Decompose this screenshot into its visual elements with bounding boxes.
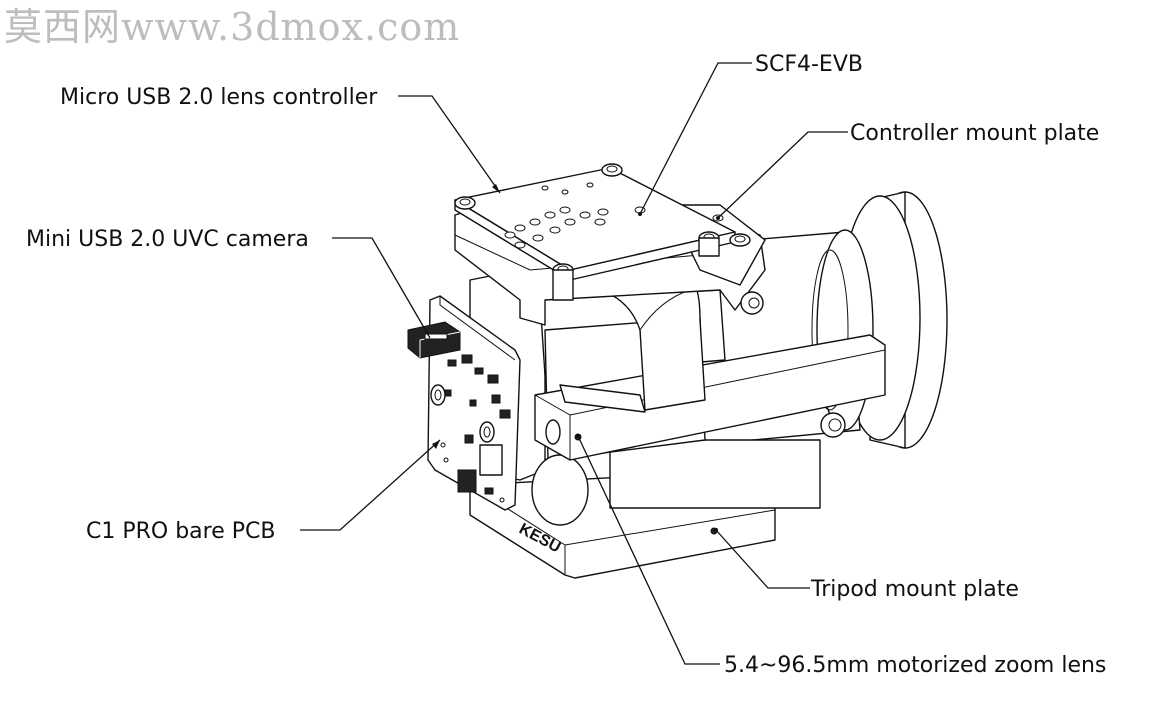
scf4-evb-board [454, 163, 751, 301]
label-scf4-evb: SCF4-EVB [755, 52, 863, 77]
assembly-drawing: KESU [407, 163, 948, 579]
label-micro-usb-lens-controller: Micro USB 2.0 lens controller [60, 85, 378, 110]
label-controller-mount-plate: Controller mount plate [850, 121, 1099, 146]
watermark-text: 莫西网www.3dmox.com [4, 5, 460, 49]
callout-labels: SCF4-EVB Micro USB 2.0 lens controller C… [26, 52, 1106, 678]
label-zoom-lens: 5.4~96.5mm motorized zoom lens [724, 653, 1106, 678]
label-c1-pro-pcb: C1 PRO bare PCB [86, 519, 275, 544]
label-mini-usb-uvc-camera: Mini USB 2.0 UVC camera [26, 227, 309, 252]
board-holes [504, 182, 724, 249]
leader-lines [300, 62, 848, 665]
mini-usb-connector [407, 321, 461, 359]
board-screws [454, 163, 751, 301]
lens-rail [534, 334, 886, 461]
label-tripod-mount-plate: Tripod mount plate [810, 577, 1019, 602]
